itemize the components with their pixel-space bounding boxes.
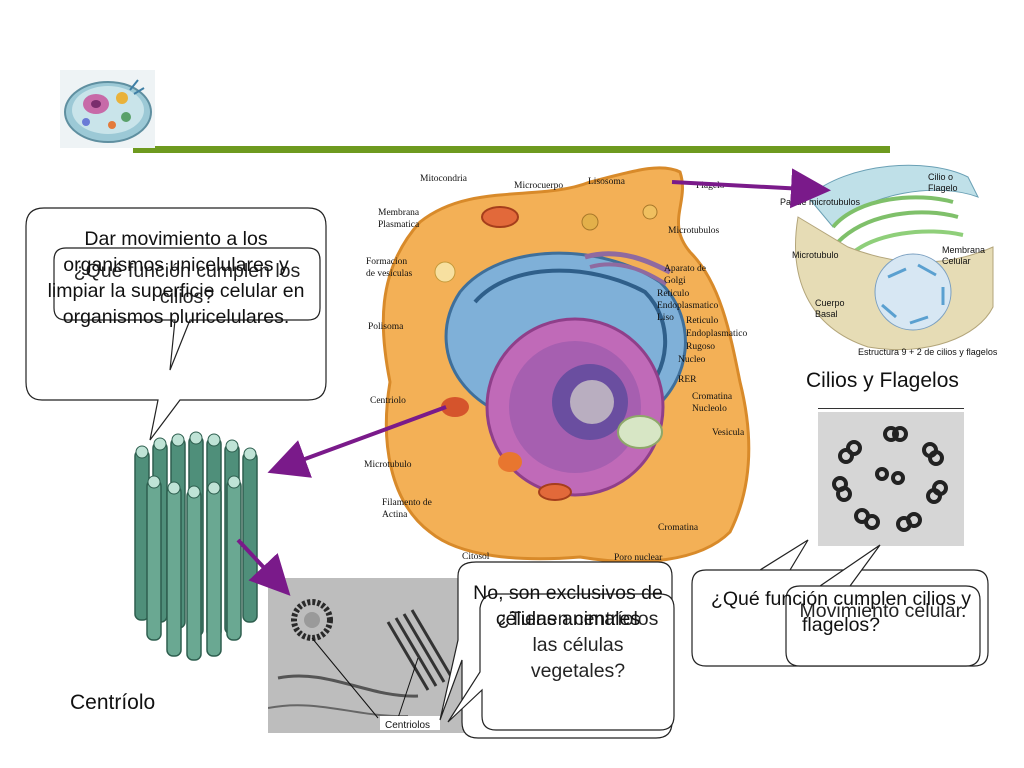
centriole-illustration	[134, 431, 258, 661]
label-reticulo-liso-1: Reticulo	[657, 289, 690, 299]
label-centriolo: Centriolo	[370, 396, 406, 406]
label-nucleo: Nucleo	[678, 355, 706, 365]
label-membrana-2: Plasmatica	[378, 220, 420, 230]
cell-logo-image	[60, 70, 155, 148]
caption-cilios-flagelos: Cilios y Flagelos	[806, 369, 959, 392]
centriole-micrograph	[268, 578, 476, 733]
caption-centriolos-micro: Centriolos	[385, 720, 431, 731]
label-mitocondria: Mitocondria	[420, 174, 467, 184]
flag-label-cilio-1: Cilio o	[928, 172, 954, 182]
label-rer: RER	[678, 375, 697, 385]
label-microcuerpo: Microcuerpo	[514, 181, 564, 191]
label-lisosoma: Lisosoma	[588, 177, 625, 187]
label-flagelo: Flagelo	[696, 181, 725, 191]
callout-centriole-answer: No, son exclusivos de células animales	[473, 582, 663, 630]
flag-label-par: Par de microtubulos	[780, 197, 861, 207]
flag-label-microtubulo: Microtubulo	[792, 250, 839, 260]
label-filamento-2: Actina	[382, 510, 408, 520]
flag-label-cuerpo-1: Cuerpo	[815, 298, 845, 308]
label-polisoma: Polisoma	[368, 322, 404, 332]
flag-label-cilio-2: Flagelo	[928, 183, 958, 193]
label-citosol: Citosol	[462, 552, 490, 562]
callout-function-question: ¿Qué función cumplen cilios y flagelos?	[710, 588, 972, 636]
flag-label-membrana-1: Membrana	[942, 245, 986, 255]
axoneme-cross-section-micrograph	[818, 412, 964, 546]
label-microtubulo: Microtubulo	[364, 460, 412, 470]
label-microtubulos: Microtubulos	[668, 226, 720, 236]
label-reticulo-rugoso-3: Rugoso	[686, 342, 716, 352]
caption-centriolo: Centríolo	[70, 691, 156, 714]
label-nucleolo: Nucleolo	[692, 404, 727, 414]
animal-cell-diagram	[381, 166, 751, 564]
callout-cilia-question: ¿Qué función cumplen los cilios?	[73, 260, 301, 308]
label-vesicula: Vesicula	[712, 428, 745, 438]
label-aparato-1: Aparato de	[664, 264, 706, 274]
label-cromatina-2: Cromatina	[658, 523, 699, 533]
label-membrana-1: Membrana	[378, 208, 420, 218]
cilium-structure-diagram	[778, 157, 996, 362]
flag-label-membrana-2: Celular	[942, 256, 971, 266]
label-reticulo-rugoso-2: Endoplasmatico	[686, 329, 748, 339]
caption-underline	[818, 408, 964, 409]
label-reticulo-rugoso-1: Reticulo	[686, 316, 719, 326]
label-formacion-1: Formacion	[366, 257, 408, 267]
label-cromatina-1: Cromatina	[692, 392, 733, 402]
title-underline-bar	[133, 146, 890, 153]
callout-function-answer: Movimiento celular.	[799, 600, 967, 622]
flag-label-estructura: Estructura 9 + 2 de cilios y flagelos	[858, 347, 998, 357]
flag-label-cuerpo-2: Basal	[815, 309, 838, 319]
label-poro-nuclear: Poro nuclear	[614, 553, 663, 563]
label-reticulo-liso-3: Liso	[657, 313, 674, 323]
label-filamento-1: Filamento de	[382, 498, 432, 508]
label-reticulo-liso-2: Endoplasmatico	[657, 301, 719, 311]
label-aparato-2: Golgi	[664, 276, 686, 286]
label-formacion-2: de vesiculas	[366, 269, 413, 279]
callout-cilia-answer: Dar movimiento a los organismos unicelul…	[47, 228, 305, 328]
callout-centriole-question: ¿Tienen centríolos las células vegetales…	[497, 608, 659, 682]
